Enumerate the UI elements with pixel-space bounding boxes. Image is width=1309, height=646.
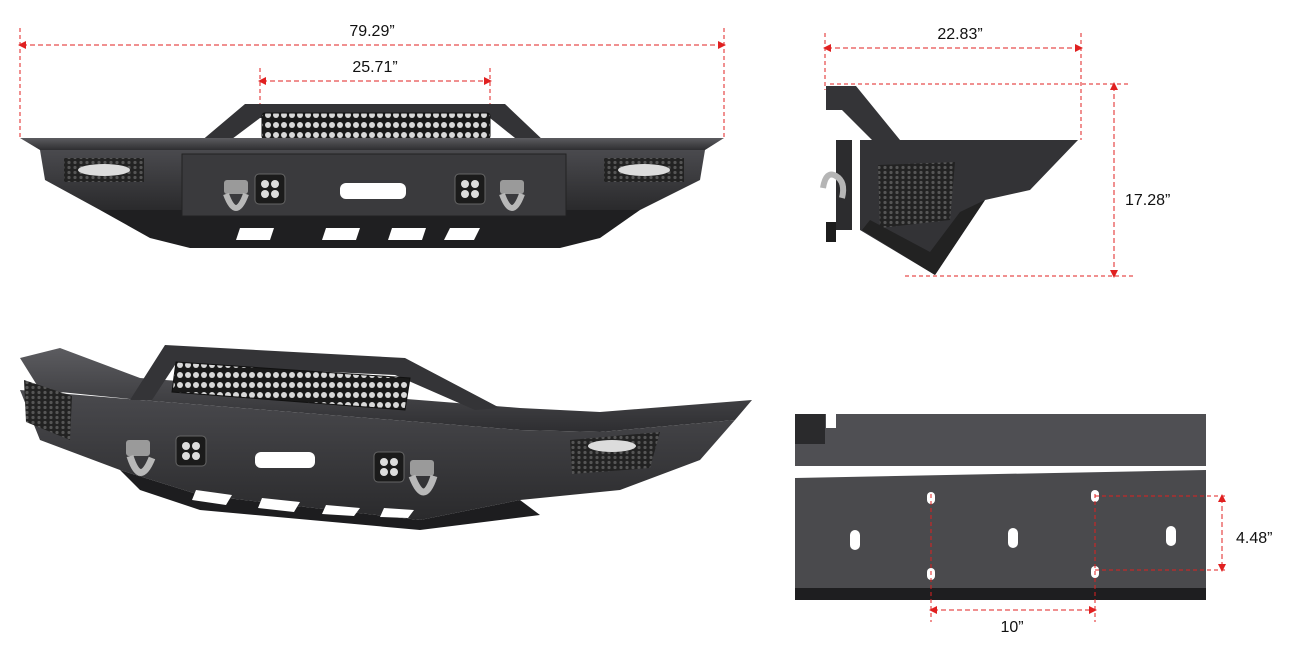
mount-horizontal-label: 10” — [1000, 619, 1023, 636]
side-depth-label: 22.83” — [937, 26, 982, 43]
perspective-winch-slot — [255, 452, 315, 468]
right-fog-lens — [618, 164, 670, 176]
skid-cutout-1 — [236, 228, 274, 240]
perspective-left-shackle — [126, 440, 156, 476]
perspective-skid-cutout-3 — [322, 505, 360, 516]
perspective-skid-cutout-1 — [192, 490, 232, 505]
perspective-left-mesh — [24, 380, 72, 440]
side-shackle — [820, 171, 847, 242]
perspective-right-cube-light — [373, 451, 405, 483]
front-bumper-top — [20, 138, 724, 150]
light-bar-width-label: 25.71” — [352, 59, 397, 76]
side-view: 22.83” 17.28” — [820, 26, 1170, 278]
light-bar — [261, 112, 491, 140]
perspective-view — [20, 345, 752, 530]
mount-plate-view: 10” 4.48” — [795, 414, 1272, 636]
mount-upper-bar-shadow — [795, 414, 825, 444]
perspective-skid-cutout-4 — [380, 508, 414, 518]
side-height-label: 17.28” — [1125, 192, 1170, 209]
mount-slot-2 — [1008, 528, 1018, 548]
left-cube-light — [254, 173, 286, 205]
perspective-hoop — [130, 345, 500, 410]
front-view: 79.29” 25.71” — [18, 23, 726, 248]
mount-plate — [795, 470, 1206, 600]
perspective-left-cube-light — [175, 435, 207, 467]
perspective-right-mesh — [570, 432, 660, 474]
side-hoop — [826, 86, 900, 148]
side-lower-plate — [862, 200, 985, 275]
mount-vertical-label: 4.48” — [1236, 530, 1272, 547]
left-fog-lens — [78, 164, 130, 176]
perspective-right-fog-lens — [588, 440, 636, 452]
perspective-skid-cutout-2 — [258, 498, 300, 512]
front-bumper-skid — [100, 210, 640, 248]
right-cube-light — [454, 173, 486, 205]
mount-plate-bottom-edge — [795, 588, 1206, 600]
skid-cutout-3 — [388, 228, 426, 240]
left-d-ring-shackle — [223, 180, 249, 211]
mount-slot-1 — [850, 530, 860, 550]
mount-upper-bar — [795, 414, 1206, 466]
right-d-ring-shackle — [499, 180, 525, 211]
perspective-bumper-top — [20, 348, 752, 432]
perspective-light-bar — [171, 361, 411, 411]
mount-slot-3 — [1166, 526, 1176, 546]
overall-width-label: 79.29” — [349, 23, 394, 40]
skid-cutout-4 — [444, 228, 480, 240]
perspective-right-shackle — [408, 460, 438, 496]
side-mesh — [878, 162, 955, 228]
winch-slot — [340, 183, 406, 199]
skid-cutout-2 — [322, 228, 360, 240]
